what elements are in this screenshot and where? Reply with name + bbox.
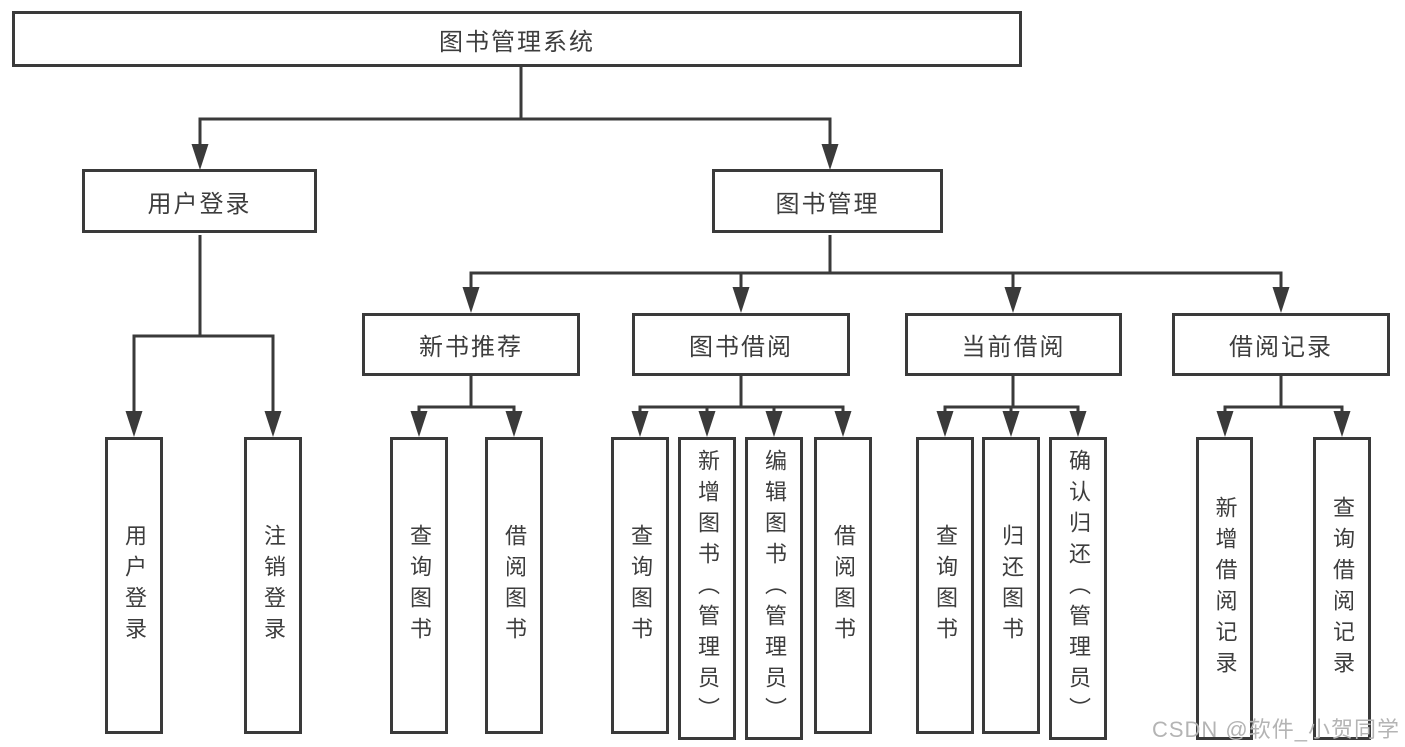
leaf-return-books-label: 归还图书 — [999, 523, 1024, 648]
leaf-newbook-query-books-label: 查询图书 — [407, 523, 432, 648]
leaf-borrow-borrow-books: 借阅图书 — [814, 437, 872, 734]
node-borrow-records-label: 借阅记录 — [1229, 334, 1333, 361]
node-current-borrow-label: 当前借阅 — [961, 334, 1066, 361]
connector-borrow-to-leaves — [638, 376, 845, 413]
leaf-borrow-query-books-label: 查询图书 — [628, 523, 653, 648]
leaf-query-borrow-record-label: 查询借阅记录 — [1330, 495, 1355, 682]
leaf-confirm-return-admin-label: 确认归还（管理员） — [1066, 449, 1091, 728]
leaf-return-books: 归还图书 — [982, 437, 1040, 734]
leaf-confirm-return-admin: 确认归还（管理员） — [1049, 437, 1107, 740]
leaf-user-login: 用户登录 — [105, 437, 163, 734]
connector-records-to-leaves — [1223, 376, 1344, 413]
node-new-book-recommend-label: 新书推荐 — [419, 334, 523, 361]
leaf-borrow-query-books: 查询图书 — [611, 437, 669, 734]
leaf-query-borrow-record: 查询借阅记录 — [1313, 437, 1371, 740]
node-root-label: 图书管理系统 — [439, 28, 595, 56]
connector-userlogin-to-leaves — [132, 235, 275, 413]
node-borrow-records: 借阅记录 — [1172, 313, 1390, 376]
leaf-logout: 注销登录 — [244, 437, 302, 734]
leaf-newbook-query-books: 查询图书 — [390, 437, 448, 734]
leaf-borrow-borrow-books-label: 借阅图书 — [831, 523, 856, 648]
node-book-management: 图书管理 — [712, 169, 943, 233]
leaf-edit-books-admin-label: 编辑图书（管理员） — [762, 449, 787, 728]
node-user-login-label: 用户登录 — [147, 190, 252, 218]
node-root: 图书管理系统 — [12, 11, 1022, 67]
leaf-current-query-books: 查询图书 — [916, 437, 974, 734]
connector-bookmgmt-to-sections — [469, 235, 1283, 289]
leaf-add-books-admin: 新增图书（管理员） — [678, 437, 736, 740]
leaf-newbook-borrow-books-label: 借阅图书 — [502, 523, 527, 648]
leaf-add-borrow-record: 新增借阅记录 — [1196, 437, 1253, 740]
connector-newbook-to-leaves — [417, 376, 516, 413]
leaf-logout-label: 注销登录 — [261, 523, 286, 648]
node-new-book-recommend: 新书推荐 — [362, 313, 580, 376]
leaf-newbook-borrow-books: 借阅图书 — [485, 437, 543, 734]
connector-root-to-level2 — [198, 66, 832, 146]
node-current-borrow: 当前借阅 — [905, 313, 1122, 376]
node-book-management-label: 图书管理 — [775, 190, 880, 218]
watermark: CSDN @软件_小贺同学 — [1151, 717, 1400, 742]
leaf-edit-books-admin: 编辑图书（管理员） — [745, 437, 803, 740]
connector-current-to-leaves — [943, 376, 1080, 413]
node-book-borrow-label: 图书借阅 — [689, 334, 793, 361]
node-book-borrow: 图书借阅 — [632, 313, 850, 376]
node-user-login: 用户登录 — [82, 169, 317, 233]
leaf-add-books-admin-label: 新增图书（管理员） — [695, 449, 720, 728]
leaf-current-query-books-label: 查询图书 — [933, 523, 958, 648]
leaf-user-login-label: 用户登录 — [122, 523, 147, 648]
leaf-add-borrow-record-label: 新增借阅记录 — [1212, 495, 1238, 682]
